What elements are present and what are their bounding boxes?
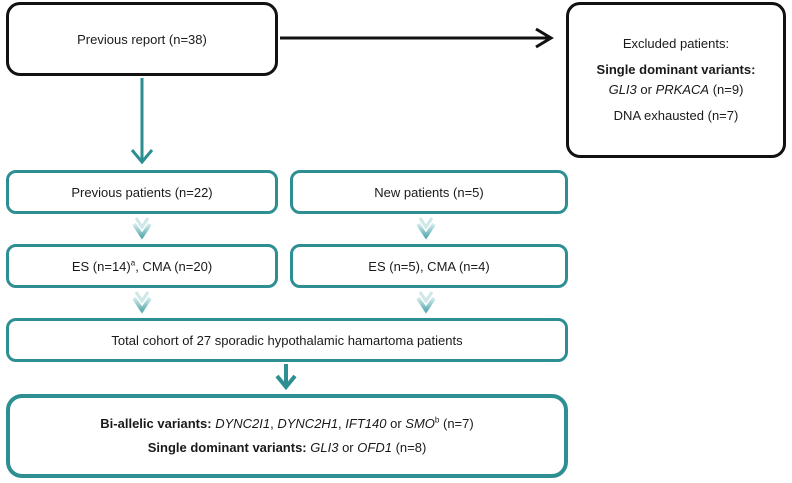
excluded-gene-gli3: GLI3 xyxy=(608,82,637,97)
new-tests-box: ES (n=5), CMA (n=4) xyxy=(290,244,568,288)
previous-patients-box: Previous patients (n=22) xyxy=(6,170,278,214)
gene-dync2h1: DYNC2H1 xyxy=(277,416,339,431)
previous-report-box: Previous report (n=38) xyxy=(6,2,278,76)
new-patients-label: New patients (n=5) xyxy=(374,184,484,200)
previous-patients-label: Previous patients (n=22) xyxy=(71,184,213,200)
excluded-title: Excluded patients: xyxy=(622,36,730,51)
excluded-count-single: (n=9) xyxy=(712,82,744,97)
results-single-line: Single dominant variants: GLI3 or OFD1 (… xyxy=(148,438,427,458)
excluded-dna-exhausted: DNA exhausted (n=7) xyxy=(613,108,739,123)
results-or2: or xyxy=(342,440,354,455)
results-single-dominant-heading: Single dominant variants: xyxy=(147,440,307,455)
results-biallelic-line: Bi-allelic variants: DYNC2I1, DYNC2H1, I… xyxy=(100,414,473,434)
previous-tests-footnote-a: a xyxy=(130,258,136,268)
results-sep1: , xyxy=(270,416,274,431)
results-count-single: (n=8) xyxy=(395,440,427,455)
new-patients-box: New patients (n=5) xyxy=(290,170,568,214)
total-cohort-label: Total cohort of 27 sporadic hypothalamic… xyxy=(111,332,463,348)
chevron-new-2 xyxy=(416,291,436,314)
chevron-prev-2 xyxy=(132,291,152,314)
chevron-prev-1 xyxy=(132,217,152,240)
results-biallelic-heading: Bi-allelic variants: xyxy=(100,416,212,431)
arrowhead-results xyxy=(275,374,297,391)
results-or: or xyxy=(390,416,402,431)
excluded-gene-prkaca: PRKACA xyxy=(655,82,710,97)
previous-tests-label: ES (n=14)a, CMA (n=20) xyxy=(72,259,212,274)
results-footnote-b: b xyxy=(434,415,440,425)
excluded-patients-box: Excluded patients: Single dominant varia… xyxy=(566,2,786,158)
arrowhead-excluded xyxy=(535,27,554,49)
gene-smo: SMO xyxy=(405,416,435,431)
results-sep2: , xyxy=(338,416,342,431)
results-count-biallelic: (n=7) xyxy=(443,416,474,431)
gene-gli3: GLI3 xyxy=(310,440,339,455)
previous-report-label: Previous report (n=38) xyxy=(77,31,207,47)
gene-ift140: IFT140 xyxy=(345,416,387,431)
excluded-or: or xyxy=(640,82,652,97)
gene-ofd1: OFD1 xyxy=(357,440,392,455)
chevron-new-1 xyxy=(416,217,436,240)
total-cohort-box: Total cohort of 27 sporadic hypothalamic… xyxy=(6,318,568,362)
results-box: Bi-allelic variants: DYNC2I1, DYNC2H1, I… xyxy=(6,394,568,478)
arrowhead-previous xyxy=(130,149,154,165)
previous-tests-es: ES (n=14) xyxy=(71,258,131,274)
gene-dync2i1: DYNC2I1 xyxy=(215,416,271,431)
previous-tests-box: ES (n=14)a, CMA (n=20) xyxy=(6,244,278,288)
new-tests-label: ES (n=5), CMA (n=4) xyxy=(368,258,490,274)
previous-tests-cma: , CMA (n=20) xyxy=(135,258,213,274)
excluded-single-dominant-heading: Single dominant variants: xyxy=(596,62,756,77)
